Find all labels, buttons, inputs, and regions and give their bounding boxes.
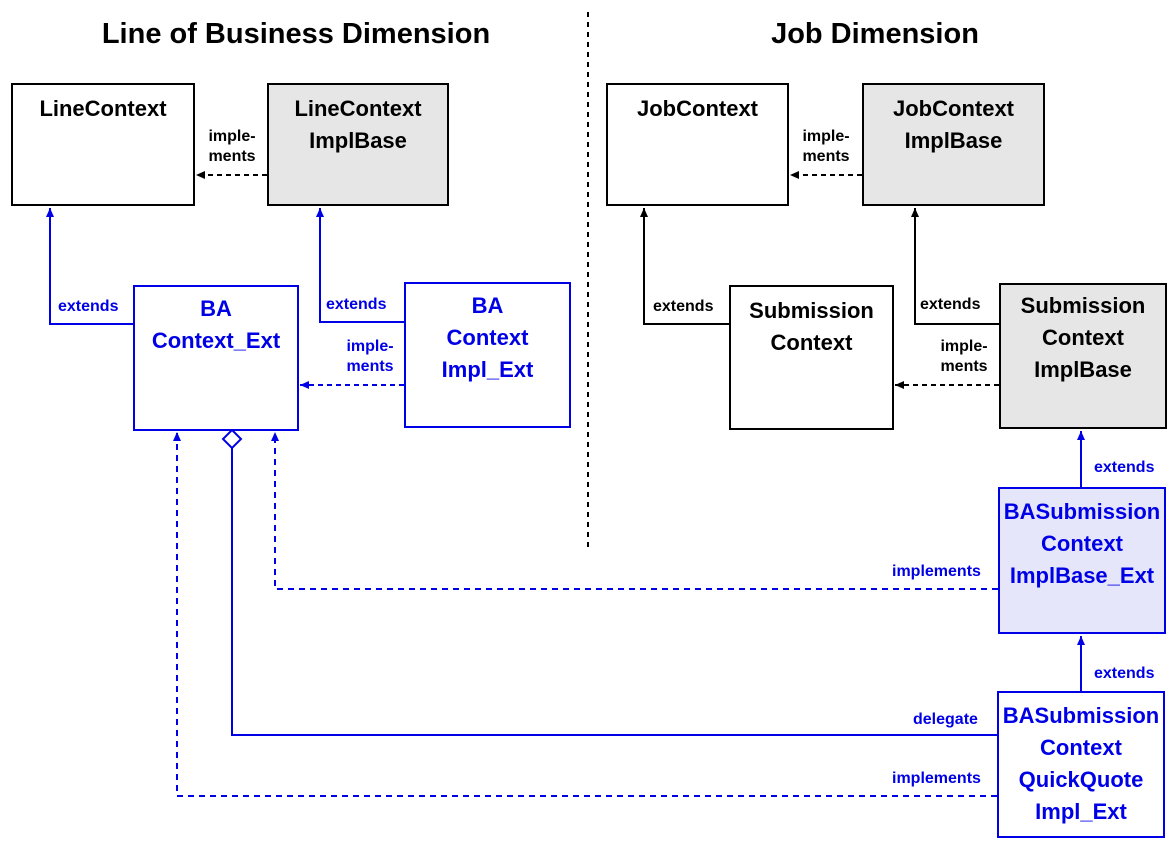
box-label: Impl_Ext — [1035, 799, 1127, 824]
label-line: imple- — [346, 338, 394, 355]
box-label: Context — [1042, 325, 1124, 350]
label-line: ments — [940, 358, 988, 375]
implements-ba-submission-impl-base-label: implements — [892, 563, 981, 580]
job-context-box: JobContext — [606, 83, 789, 206]
line-context-impl-base-box: LineContext ImplBase — [267, 83, 449, 206]
ba-context-ext-box: BA Context_Ext — [133, 285, 299, 431]
aggregation-diamond-icon — [221, 428, 243, 450]
extends-ba-impl-connector — [316, 208, 404, 323]
box-label: Context_Ext — [151, 328, 281, 353]
implements-ba-impl-label: imple- ments — [338, 337, 402, 377]
label-line: imple- — [940, 338, 988, 355]
ba-context-impl-ext-box: BA Context Impl_Ext — [404, 282, 571, 428]
extends-submission-impl-connector — [911, 208, 999, 325]
label-line: imple- — [802, 128, 850, 145]
delegate-quickquote-connector — [231, 448, 997, 736]
box-label: BA — [471, 293, 504, 318]
extends-submission-connector — [640, 208, 729, 325]
ba-submission-context-impl-base-ext-box: BASubmission Context ImplBase_Ext — [998, 487, 1166, 634]
box-label: QuickQuote — [1018, 767, 1144, 792]
box-label: BA — [200, 296, 232, 321]
label-line: imple- — [208, 128, 256, 145]
submission-context-impl-base-box: Submission Context ImplBase — [999, 283, 1167, 429]
box-label: Context — [1040, 735, 1122, 760]
label-line: ments — [208, 148, 256, 165]
box-label: Impl_Ext — [441, 357, 534, 382]
extends-ba-impl-label: extends — [326, 296, 387, 313]
implements-quickquote-connector — [173, 432, 997, 797]
extends-quickquote-label: extends — [1094, 665, 1155, 682]
extends-ba-context-label: extends — [58, 298, 119, 315]
extends-ba-context-connector — [46, 208, 133, 325]
ba-submission-context-quickquote-impl-ext-box: BASubmission Context QuickQuote Impl_Ext — [997, 691, 1165, 838]
submission-context-box: Submission Context — [729, 285, 894, 430]
extends-submission-impl-label: extends — [920, 296, 981, 313]
box-label: Submission — [1020, 293, 1146, 318]
box-label: ImplBase — [1034, 357, 1132, 382]
box-label: ImplBase_Ext — [1009, 563, 1155, 588]
box-label: Context — [770, 330, 853, 355]
implements-quickquote-label: implements — [892, 770, 981, 787]
label-line: ments — [346, 358, 394, 375]
box-label: Submission — [749, 298, 874, 323]
implements-line-label: imple- ments — [200, 127, 264, 167]
delegate-quickquote-label: delegate — [913, 711, 978, 728]
box-label: JobContext — [637, 96, 758, 121]
implements-submission-label: imple- ments — [932, 337, 996, 377]
box-label: LineContext — [294, 96, 422, 121]
box-label: ImplBase — [904, 128, 1003, 153]
job-context-impl-base-box: JobContext ImplBase — [862, 83, 1045, 206]
line-of-business-heading: Line of Business Dimension — [101, 18, 491, 50]
extends-ba-submission-impl-base-label: extends — [1094, 459, 1155, 476]
job-dimension-heading: Job Dimension — [771, 18, 979, 50]
box-label: Context — [1041, 531, 1123, 556]
box-label: LineContext — [39, 96, 167, 121]
box-label: JobContext — [893, 96, 1014, 121]
box-label: BASubmission — [1002, 703, 1160, 728]
box-label: Context — [446, 325, 529, 350]
implements-ba-submission-impl-base-connector — [271, 432, 998, 590]
box-label: ImplBase — [309, 128, 407, 153]
label-line: ments — [802, 148, 850, 165]
extends-submission-label: extends — [653, 298, 714, 315]
box-label: BASubmission — [1003, 499, 1161, 524]
line-context-box: LineContext — [11, 83, 195, 206]
implements-job-label: imple- ments — [794, 127, 858, 167]
